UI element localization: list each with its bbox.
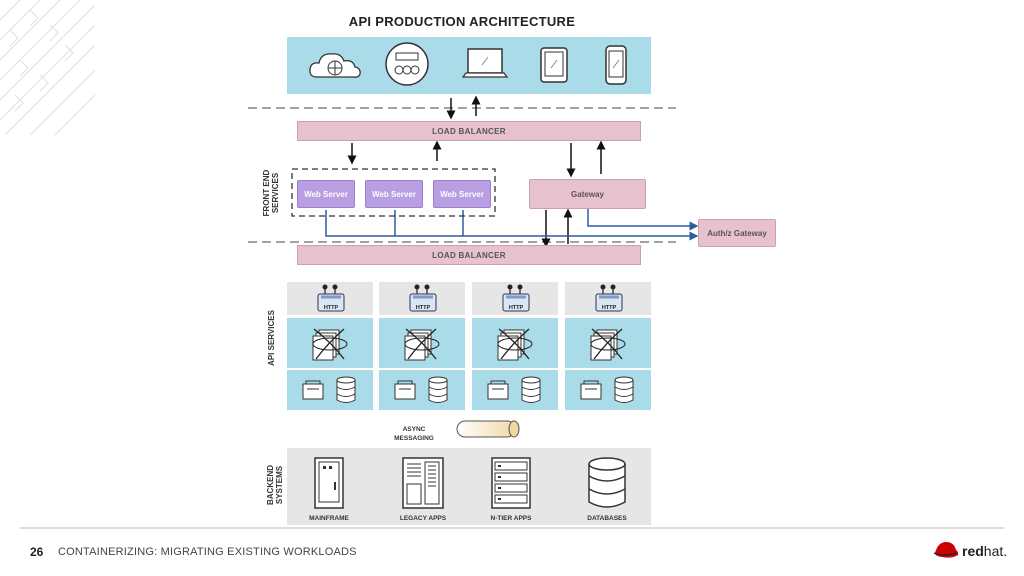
laptop-icon xyxy=(462,48,508,78)
front-end-label-line2: SERVICES xyxy=(271,172,280,214)
web-server-2: Web Server xyxy=(365,180,423,208)
storage-icon xyxy=(575,375,641,410)
n-tier-apps-icon xyxy=(491,457,531,509)
meter-icon xyxy=(385,42,429,86)
load-balancer-top: LOAD BALANCER xyxy=(297,121,641,141)
diagram-title: API PRODUCTION ARCHITECTURE xyxy=(348,14,576,29)
backend-label-line1: BACKEND xyxy=(266,465,275,505)
api-http-cell-1: HTTP xyxy=(287,282,373,315)
backend-item-legacy-apps: LEGACY APPS xyxy=(399,515,447,522)
page-number: 26 xyxy=(30,545,44,559)
api-services-label: API SERVICES xyxy=(267,306,276,370)
web-server-3: Web Server xyxy=(433,180,491,208)
backend-label-line2: SYSTEMS xyxy=(275,465,284,505)
front-end-label-line1: FRONT END xyxy=(262,169,271,217)
authz-gateway-box: Auth/z Gateway xyxy=(698,219,776,247)
brand-wordmark: redhat. xyxy=(962,543,1007,559)
backend-label: BACKEND SYSTEMS xyxy=(266,460,284,510)
backend-item-mainframe: MAINFRAME xyxy=(309,515,349,522)
message-queue-icon xyxy=(456,420,520,438)
brand-hat: hat. xyxy=(983,543,1008,559)
service-instances-icon xyxy=(588,323,628,368)
mainframe-icon xyxy=(314,457,344,509)
footer-title: CONTAINERIZING: MIGRATING EXISTING WORKL… xyxy=(58,546,357,558)
api-service-cell-2 xyxy=(379,318,465,368)
api-service-cell-1 xyxy=(287,318,373,368)
service-instances-icon xyxy=(495,323,535,368)
api-storage-cell-1 xyxy=(287,370,373,410)
api-service-cell-4 xyxy=(565,318,651,368)
async-label-line1: ASYNC xyxy=(402,426,426,433)
http-endpoint-icon xyxy=(315,284,347,319)
http-endpoint-icon xyxy=(407,284,439,319)
tablet-icon xyxy=(540,47,568,83)
async-label: ASYNC MESSAGING xyxy=(380,425,448,443)
api-http-cell-4: HTTP xyxy=(565,282,651,315)
cloud-icon xyxy=(309,53,361,78)
storage-icon xyxy=(297,375,363,410)
api-storage-cell-2 xyxy=(379,370,465,410)
gateway-box: Gateway xyxy=(529,179,646,209)
storage-icon xyxy=(389,375,455,410)
http-endpoint-icon xyxy=(593,284,625,319)
api-services-label-text: API SERVICES xyxy=(267,310,276,366)
legacy-apps-icon xyxy=(402,457,444,509)
databases-icon xyxy=(588,457,626,508)
api-http-cell-2: HTTP xyxy=(379,282,465,315)
api-storage-cell-3 xyxy=(472,370,558,410)
load-balancer-bottom: LOAD BALANCER xyxy=(297,245,641,265)
front-end-label: FRONT END SERVICES xyxy=(262,166,280,220)
api-service-cell-3 xyxy=(472,318,558,368)
decorative-pattern xyxy=(0,0,95,136)
http-endpoint-icon xyxy=(500,284,532,319)
service-instances-icon xyxy=(402,323,442,368)
storage-icon xyxy=(482,375,548,410)
async-label-line2: MESSAGING xyxy=(394,435,434,442)
http-label: HTTP xyxy=(508,305,524,311)
phone-icon xyxy=(605,45,627,85)
http-label: HTTP xyxy=(323,305,339,311)
redhat-logo-icon xyxy=(933,542,959,558)
api-storage-cell-4 xyxy=(565,370,651,410)
api-http-cell-3: HTTP xyxy=(472,282,558,315)
http-label: HTTP xyxy=(415,305,431,311)
backend-item-n-tier-apps: N-TIER APPS xyxy=(490,515,532,522)
service-instances-icon xyxy=(310,323,350,368)
brand-red: red xyxy=(962,543,984,559)
http-label: HTTP xyxy=(601,305,617,311)
backend-item-databases: DATABASES xyxy=(587,515,627,522)
web-server-1: Web Server xyxy=(297,180,355,208)
